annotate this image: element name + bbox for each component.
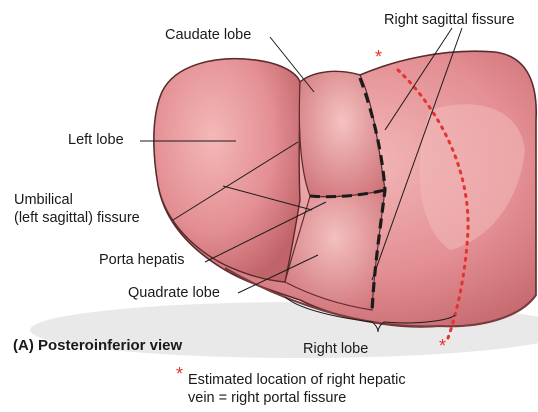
label-left-lobe: Left lobe <box>68 132 124 149</box>
left-lobe-shape <box>154 59 300 282</box>
label-caudate-lobe: Caudate lobe <box>165 27 251 44</box>
note-star: * <box>176 366 183 383</box>
note-line-2: vein = right portal fissure <box>188 390 346 407</box>
fissure-star-top: * <box>375 49 382 66</box>
label-right-sagittal-fissure: Right sagittal fissure <box>384 12 515 29</box>
view-caption: (A) Posteroinferior view <box>13 337 182 354</box>
label-right-lobe: Right lobe <box>303 341 368 358</box>
label-porta-hepatis: Porta hepatis <box>99 252 184 269</box>
fissure-star-bottom: * <box>439 338 446 355</box>
label-umbilical-1: Umbilical <box>14 192 73 209</box>
label-quadrate-lobe: Quadrate lobe <box>128 285 220 302</box>
label-umbilical-2: (left sagittal) fissure <box>14 210 140 227</box>
note-line-1: Estimated location of right hepatic <box>188 372 406 389</box>
